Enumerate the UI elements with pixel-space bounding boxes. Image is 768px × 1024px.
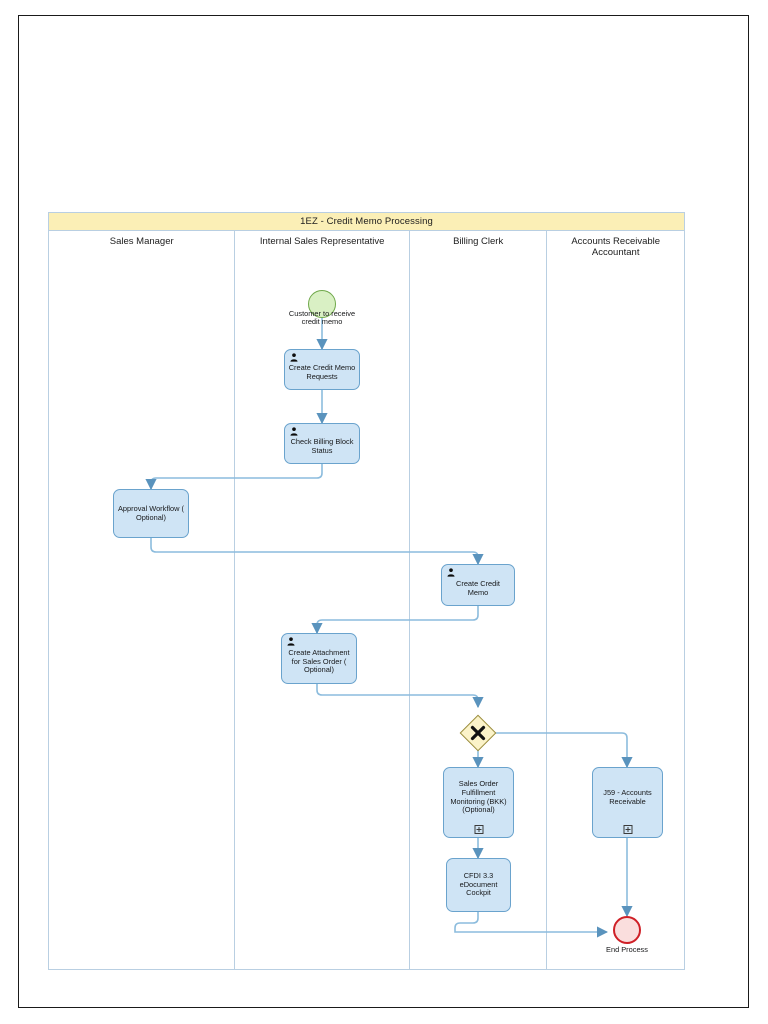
lane-label-sales-manager: Sales Manager bbox=[109, 236, 174, 247]
lane-sales-manager: Sales Manager bbox=[49, 231, 236, 969]
task-label: J59 - Accounts Receivable bbox=[603, 787, 652, 806]
expand-subprocess-icon[interactable] bbox=[474, 825, 483, 834]
expand-subprocess-icon[interactable] bbox=[623, 825, 632, 834]
subprocess-sales-order-fulfillment-monitoring[interactable]: Sales Order Fulfillment Monitoring (BKK)… bbox=[443, 767, 514, 838]
subprocess-j59-accounts-receivable[interactable]: J59 - Accounts Receivable bbox=[592, 767, 663, 838]
user-icon bbox=[290, 427, 298, 436]
lane-label-internal-sales-representative: Internal Sales Representative bbox=[259, 236, 385, 247]
task-approval-workflow[interactable]: Approval Workflow ( Optional) bbox=[113, 489, 189, 538]
process-pool: 1EZ - Credit Memo Processing Sales Manag… bbox=[48, 212, 685, 970]
task-create-credit-memo[interactable]: Create Credit Memo bbox=[441, 564, 515, 606]
task-label: Create Attachment for Sales Order ( Opti… bbox=[288, 648, 350, 675]
lane-label-accounts-receivable-accountant: Accounts Receivable Accountant bbox=[571, 236, 661, 258]
lane-billing-clerk: Billing Clerk bbox=[410, 231, 548, 969]
lane-label-billing-clerk: Billing Clerk bbox=[453, 236, 504, 247]
pool-title: 1EZ - Credit Memo Processing bbox=[48, 212, 685, 231]
start-event[interactable] bbox=[308, 290, 336, 318]
task-create-credit-memo-requests[interactable]: Create Credit Memo Requests bbox=[284, 349, 360, 390]
task-check-billing-block-status[interactable]: Check Billing Block Status bbox=[284, 423, 360, 464]
lane-accounts-receivable-accountant: Accounts Receivable Accountant bbox=[547, 231, 684, 969]
task-label: Create Credit Memo Requests bbox=[288, 363, 356, 381]
user-icon bbox=[287, 637, 295, 646]
user-icon bbox=[447, 568, 455, 577]
task-create-attachment-for-sales-order[interactable]: Create Attachment for Sales Order ( Opti… bbox=[281, 633, 357, 684]
user-icon bbox=[290, 353, 298, 362]
task-label: Approval Workflow ( Optional) bbox=[118, 503, 184, 522]
task-label: Create Credit Memo bbox=[456, 578, 500, 597]
task-label: Sales Order Fulfillment Monitoring (BKK)… bbox=[450, 779, 507, 815]
task-cfdi-edocument-cockpit[interactable]: CFDI 3.3 eDocument Cockpit bbox=[446, 858, 511, 912]
end-event[interactable] bbox=[613, 916, 641, 944]
task-label: CFDI 3.3 eDocument Cockpit bbox=[459, 871, 498, 898]
lane-container: Sales Manager Internal Sales Representat… bbox=[48, 231, 685, 970]
lane-internal-sales-representative: Internal Sales Representative bbox=[235, 231, 410, 969]
task-label: Check Billing Block Status bbox=[290, 437, 354, 455]
